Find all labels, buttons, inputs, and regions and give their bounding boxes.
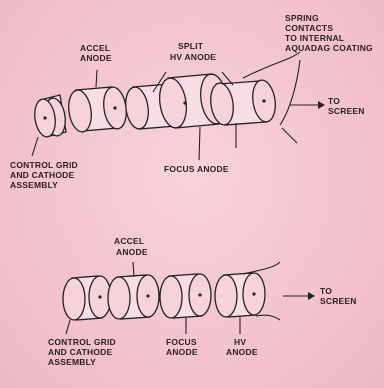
top-split-hv-anode-cylinder-b: [210, 79, 276, 126]
bottom-label-to-screen: TO SCREEN: [320, 286, 357, 306]
bottom-control-leader: [65, 319, 71, 335]
bottom-accel-leader: [132, 261, 135, 278]
top-control-grid-cylinder: [34, 94, 67, 138]
bottom-accel-anode-cylinder: [107, 274, 160, 320]
bottom-arrow-head: [308, 292, 315, 300]
top-split-leader-a: [152, 71, 167, 93]
top-split-leader-b: [221, 71, 234, 86]
top-label-split-hv-anode: SPLIT HV ANODE: [170, 41, 216, 62]
top-label-focus-anode: FOCUS ANODE: [164, 164, 229, 174]
bottom-control-grid-cylinder: [62, 275, 112, 321]
bottom-label-accel-anode: ACCEL ANODE: [114, 236, 148, 257]
bottom-focus-anode-cylinder: [159, 273, 212, 319]
top-accel-leader: [95, 69, 98, 88]
top-arrow-head: [318, 101, 325, 109]
top-spring-contact-tail: [281, 127, 298, 144]
top-control-leader: [31, 136, 39, 157]
top-diagram: ACCEL ANODE SPLIT HV ANODE SPRING CONTAC…: [10, 13, 373, 190]
top-spring-contact-upper: [242, 51, 301, 79]
bottom-label-hv-anode: HV ANODE: [226, 337, 258, 357]
bottom-diagram: ACCEL ANODE TO SCREEN CONTROL GRID AND C…: [48, 236, 357, 367]
top-label-accel-anode: ACCEL ANODE: [80, 43, 113, 63]
top-label-control-grid: CONTROL GRID AND CATHODE ASSEMBLY: [10, 160, 80, 190]
top-label-spring-contacts: SPRING CONTACTS TO INTERNAL AQUADAG COAT…: [285, 13, 373, 53]
top-focus-leader: [198, 126, 201, 161]
bottom-hv-anode-cylinder: [214, 272, 266, 318]
bottom-spring-contact-upper: [242, 261, 281, 275]
bottom-spring-contact-lower: [255, 314, 281, 321]
bottom-label-control-grid: CONTROL GRID AND CATHODE ASSEMBLY: [48, 337, 118, 367]
bottom-label-focus-anode: FOCUS ANODE: [166, 337, 199, 357]
top-spring-contact-lower: [279, 59, 301, 126]
top-label-to-screen: TO SCREEN: [328, 96, 365, 116]
top-accel-anode-cylinder: [68, 86, 127, 133]
